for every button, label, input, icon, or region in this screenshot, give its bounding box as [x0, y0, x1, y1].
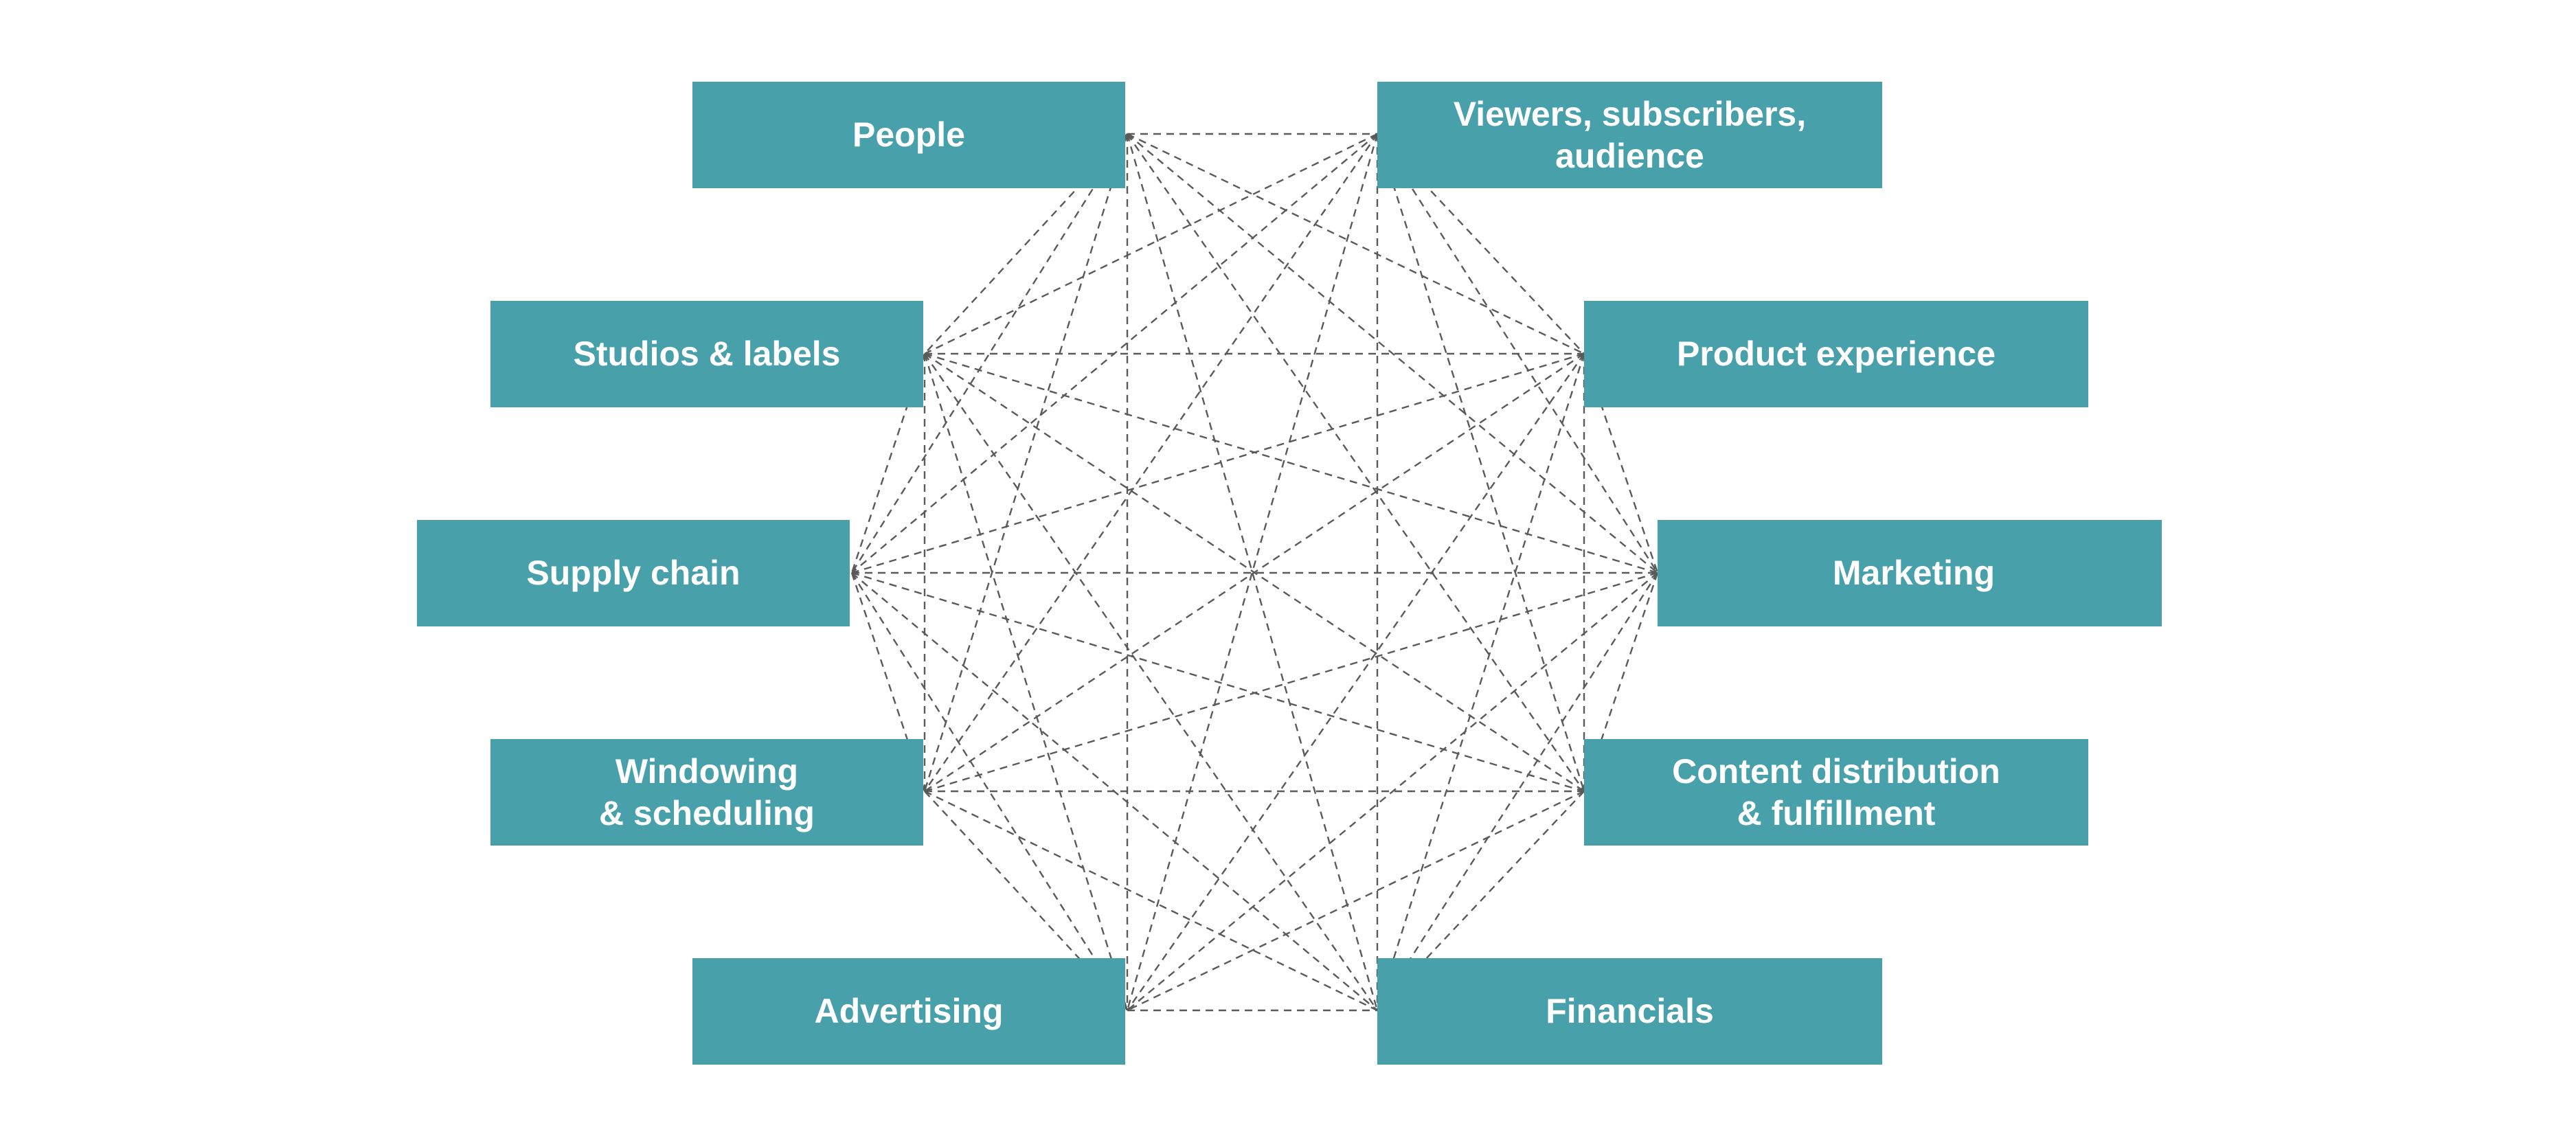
- node-product-experience: Product experience: [1584, 301, 2088, 407]
- edge-people-product: [1127, 133, 1585, 355]
- edge-studios-advertising: [923, 353, 1129, 1011]
- node-people: People: [692, 82, 1125, 188]
- edge-product-advertising: [1127, 353, 1585, 1011]
- edge-marketing-windowing: [924, 571, 1658, 793]
- edge-studios-financials: [924, 353, 1378, 1011]
- edge-studios-marketing: [924, 352, 1658, 574]
- node-advertising-label: Advertising: [814, 992, 1004, 1030]
- edge-people-financials: [1126, 133, 1379, 1011]
- edge-product-financials: [1376, 353, 1585, 1011]
- edge-people-studios: [924, 133, 1128, 354]
- edge-people-windowing: [923, 133, 1129, 792]
- node-financials-label: Financials: [1546, 992, 1714, 1030]
- node-viewers-subscribers-audience: Viewers, subscribers, audience: [1377, 82, 1882, 188]
- edge-viewers-windowing: [924, 133, 1378, 792]
- edge-marketing-advertising: [1127, 572, 1658, 1011]
- edge-viewers-studios: [924, 133, 1378, 355]
- edge-product-windowing: [924, 353, 1585, 792]
- edge-people-content: [1127, 133, 1585, 792]
- node-content-distribution: Content distribution & fulfillment: [1584, 739, 2088, 846]
- edge-supply-advertising: [850, 572, 1129, 1011]
- edge-content-advertising: [1127, 790, 1585, 1012]
- edge-people-marketing: [1127, 133, 1658, 574]
- edge-supply-content: [851, 571, 1585, 793]
- node-windowing-label: Windowing & scheduling: [599, 751, 815, 832]
- edge-marketing-financials: [1376, 572, 1659, 1011]
- node-financials: Financials: [1377, 958, 1882, 1065]
- node-studios-labels: Studios & labels: [490, 301, 923, 407]
- node-viewers-label: Viewers, subscribers, audience: [1453, 94, 1807, 175]
- edge-viewers-advertising: [1126, 133, 1379, 1011]
- node-supply-label: Supply chain: [526, 554, 741, 592]
- node-studios-label: Studios & labels: [573, 335, 841, 373]
- node-advertising: Advertising: [692, 958, 1125, 1065]
- node-product-label: Product experience: [1676, 335, 1996, 373]
- edge-viewers-marketing: [1376, 133, 1659, 574]
- edge-viewers-product: [1377, 133, 1585, 354]
- node-people-label: People: [852, 115, 965, 154]
- edge-product-supply: [851, 352, 1585, 574]
- node-supply-chain: Supply chain: [417, 520, 850, 626]
- node-marketing-label: Marketing: [1832, 554, 1996, 592]
- edge-people-supply: [850, 133, 1129, 574]
- edge-viewers-content: [1376, 133, 1585, 792]
- edge-windowing-financials: [924, 790, 1378, 1012]
- node-windowing-scheduling: Windowing & scheduling: [490, 739, 923, 846]
- node-marketing: Marketing: [1658, 520, 2162, 626]
- node-content-label: Content distribution & fulfillment: [1672, 751, 2000, 832]
